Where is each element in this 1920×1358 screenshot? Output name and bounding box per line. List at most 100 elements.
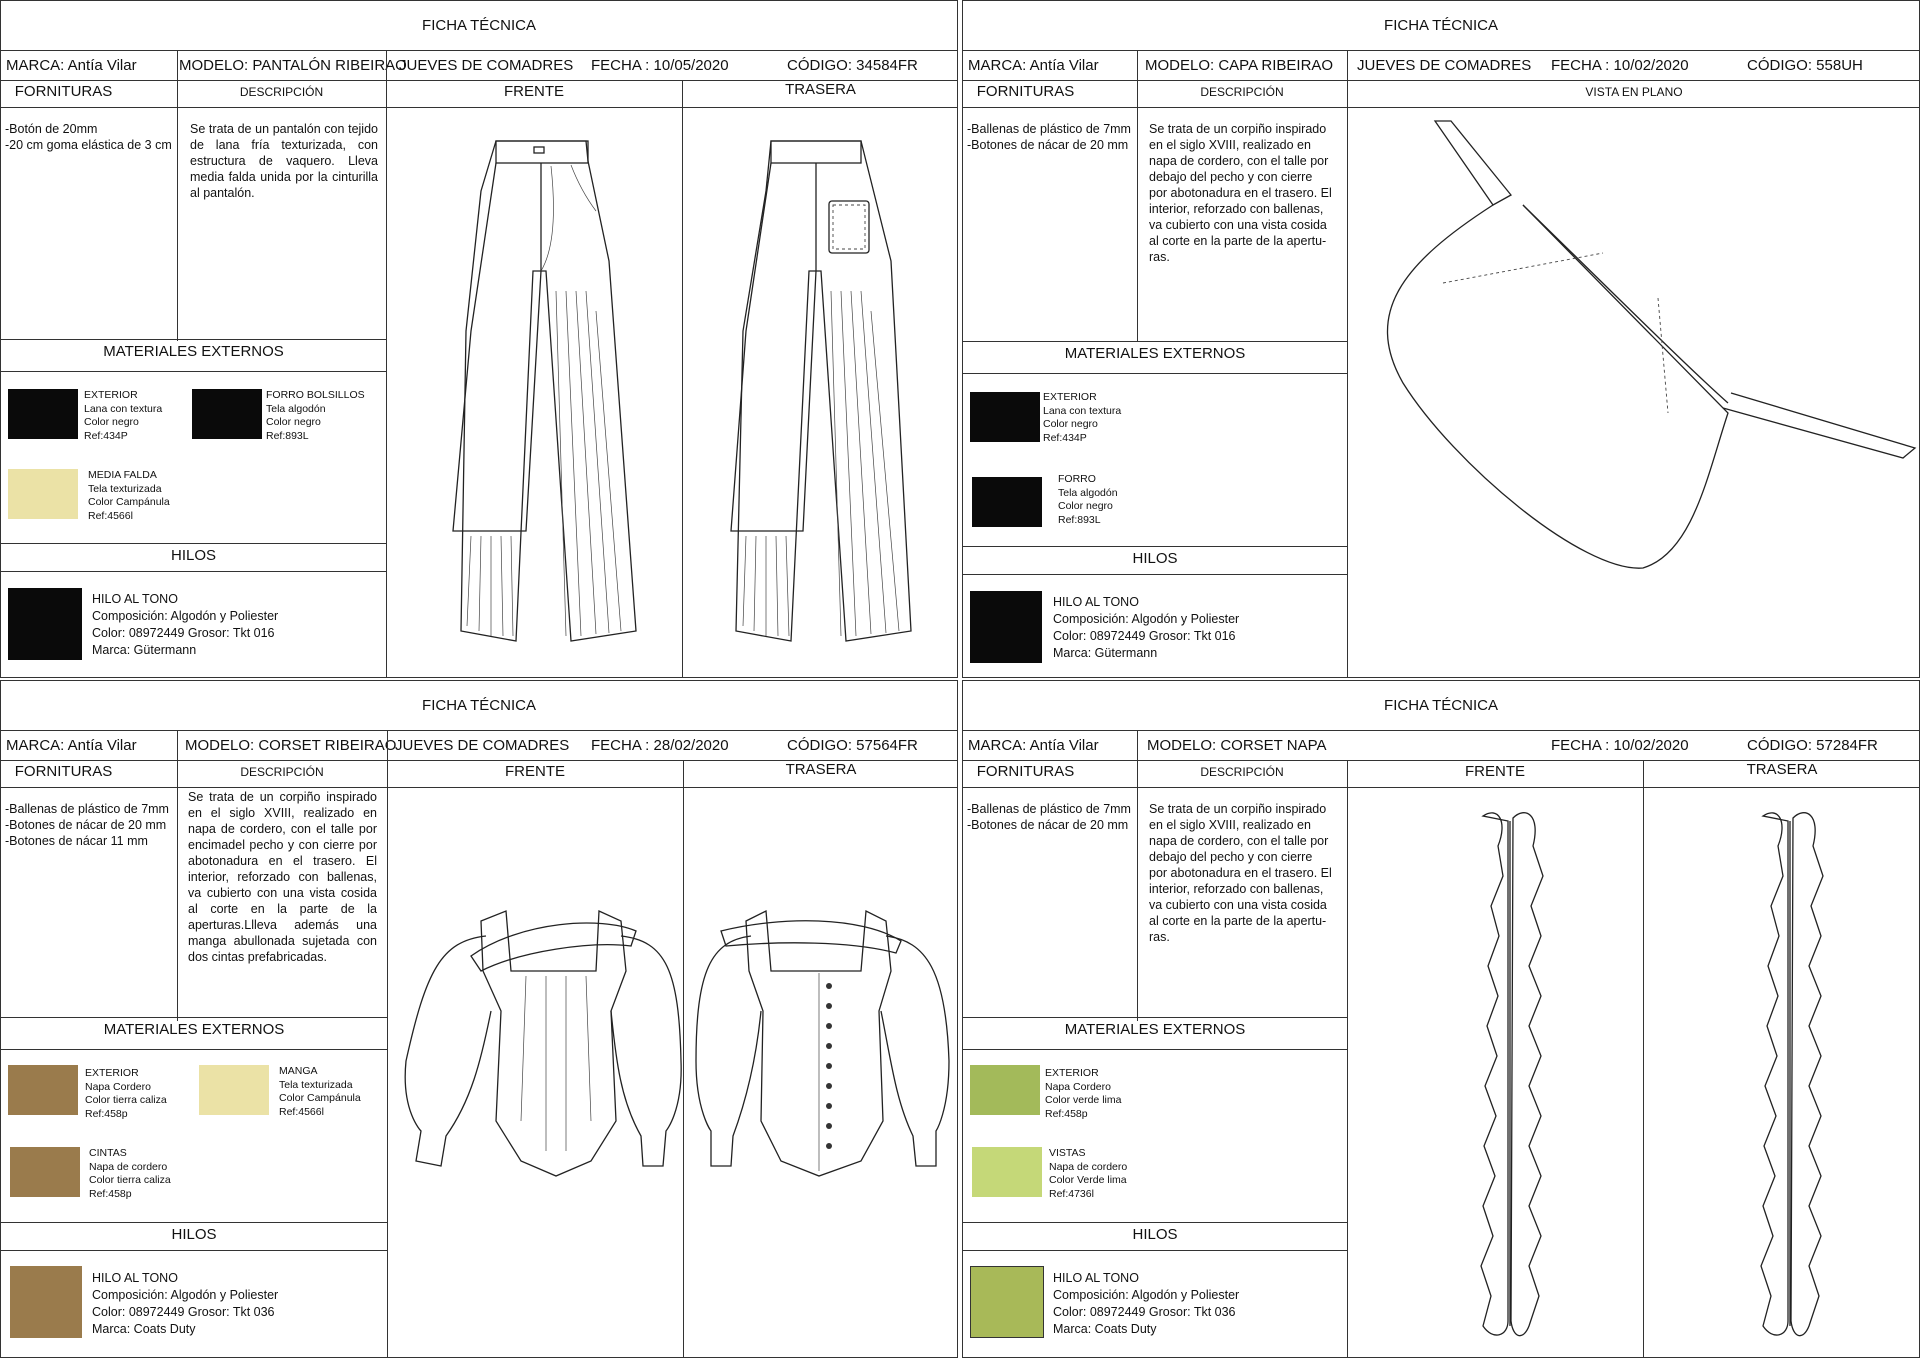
sheet-title: FICHA TÉCNICA (963, 1, 1919, 51)
fecha: FECHA : 10/02/2020 (1551, 737, 1689, 754)
descripcion-label: DESCRIPCIÓN (1200, 85, 1284, 99)
trasera-label: TRASERA (1746, 761, 1818, 778)
coleccion: JUEVES DE COMADRES (1357, 57, 1532, 74)
hilos-label: HILOS (170, 547, 216, 564)
fecha: FECHA : 10/05/2020 (591, 57, 729, 74)
fornituras-label: FORNITURAS (14, 83, 113, 100)
codigo: CÓDIGO: 57284FR (1747, 737, 1878, 754)
descripcion-text: Se trata de un pantalón con tejido de la… (190, 122, 378, 200)
hilos-label: HILOS (1132, 550, 1178, 567)
fornitura-item: -Botón de 20mm (5, 122, 98, 136)
descripcion-label: DESCRIPCIÓN (239, 85, 324, 99)
corset-back-drawing (695, 909, 950, 1177)
tech-sheet-capa: FICHA TÉCNICA MARCA: Antía Vilar MODELO:… (962, 0, 1920, 678)
trasera-label: TRASERA (785, 81, 856, 98)
fornitura-item: -Ballenas de plástico de 7mm (967, 122, 1131, 136)
fornituras-list: -Ballenas de plástico de 7mm -Botones de… (5, 801, 175, 849)
sheet-title: FICHA TÉCNICA (1, 681, 957, 731)
pants-front-drawing (452, 140, 637, 642)
fecha: FECHA : 10/02/2020 (1551, 57, 1689, 74)
color-swatch (8, 389, 78, 439)
color-swatch (10, 1266, 82, 1338)
marca: MARCA: Antía Vilar (6, 737, 137, 754)
color-swatch (970, 1065, 1040, 1115)
marca: MARCA: Antía Vilar (6, 57, 137, 74)
sheet-title: FICHA TÉCNICA (1, 1, 957, 51)
color-swatch (972, 1147, 1042, 1197)
fornituras-label: FORNITURAS (976, 83, 1075, 100)
fornitura-item: -Botones de nácar de 20 mm (967, 138, 1129, 152)
descripcion-label: DESCRIPCIÓN (1200, 765, 1284, 779)
descripcion-label: DESCRIPCIÓN (240, 765, 324, 779)
materiales-label: MATERIALES EXTERNOS (103, 343, 284, 360)
color-swatch (972, 477, 1042, 527)
color-swatch (8, 469, 78, 519)
color-swatch (10, 1147, 80, 1197)
codigo: CÓDIGO: 57564FR (787, 737, 918, 754)
hilos-label: HILOS (171, 1226, 217, 1243)
frente-label: FRENTE (1465, 763, 1525, 780)
fornituras-label: FORNITURAS (14, 763, 113, 780)
corset-front-drawing (404, 910, 682, 1177)
pants-back-drawing (730, 140, 912, 642)
modelo: MODELO: CORSET RIBEIRAO (185, 737, 397, 754)
fornituras-list: -Botón de 20mm -20 cm goma elástica de 3… (5, 121, 175, 153)
materiales-label: MATERIALES EXTERNOS (103, 1021, 285, 1038)
fornitura-item: -Botones de nácar de 20 mm (967, 818, 1129, 832)
fornituras-list: -Ballenas de plástico de 7mm -Botones de… (967, 801, 1135, 833)
codigo: CÓDIGO: 34584FR (787, 57, 918, 74)
fornitura-item: -Ballenas de plástico de 7mm (5, 802, 169, 816)
modelo: MODELO: PANTALÓN RIBEIRAO (179, 57, 407, 74)
trasera-label: TRASERA (785, 761, 857, 778)
tech-sheet-corset-ribeirao: FICHA TÉCNICA MARCA: Antía Vilar MODELO:… (0, 680, 958, 1358)
color-swatch (199, 1065, 269, 1115)
cape-flat-drawing (1386, 120, 1917, 569)
hilos-label: HILOS (1132, 1226, 1178, 1243)
fecha: FECHA : 28/02/2020 (591, 737, 729, 754)
tech-sheet-corset-napa: FICHA TÉCNICA MARCA: Antía Vilar MODELO:… (962, 680, 1920, 1358)
fornitura-item: -Botones de nácar de 20 mm (5, 818, 167, 832)
fornitura-item: -Ballenas de plástico de 7mm (967, 802, 1131, 816)
fornituras-list: -Ballenas de plástico de 7mm -Botones de… (967, 121, 1135, 153)
marca: MARCA: Antía Vilar (968, 737, 1099, 754)
color-swatch (8, 1065, 78, 1115)
color-swatch (970, 392, 1040, 442)
modelo: MODELO: CAPA RIBEIRAO (1145, 57, 1334, 74)
materiales-label: MATERIALES EXTERNOS (1064, 345, 1246, 362)
napa-back-drawing (1760, 812, 1824, 1337)
fornituras-label: FORNITURAS (976, 763, 1075, 780)
color-swatch (970, 1266, 1044, 1338)
materiales-label: MATERIALES EXTERNOS (1064, 1021, 1246, 1038)
frente-label: FRENTE (505, 763, 565, 780)
tech-sheet-pantalon: FICHA TÉCNICA MARCA: Antía Vilar MODELO:… (0, 0, 958, 678)
color-swatch (970, 591, 1042, 663)
marca: MARCA: Antía Vilar (968, 57, 1099, 74)
coleccion: JUEVES DE COMADRES (399, 57, 574, 74)
modelo: MODELO: CORSET NAPA (1147, 737, 1327, 754)
vista-label: VISTA EN PLANO (1585, 85, 1683, 99)
frente-label: FRENTE (504, 83, 564, 100)
descripcion-text: Se trata de un corpiño inspirado en el s… (188, 790, 377, 964)
fornitura-item: -Botones de nácar 11 mm (5, 834, 148, 848)
color-swatch (8, 588, 82, 660)
color-swatch (192, 389, 262, 439)
codigo: CÓDIGO: 558UH (1747, 57, 1863, 74)
fornitura-item: -20 cm goma elástica de 3 cm (5, 138, 172, 152)
napa-front-drawing (1480, 812, 1544, 1337)
